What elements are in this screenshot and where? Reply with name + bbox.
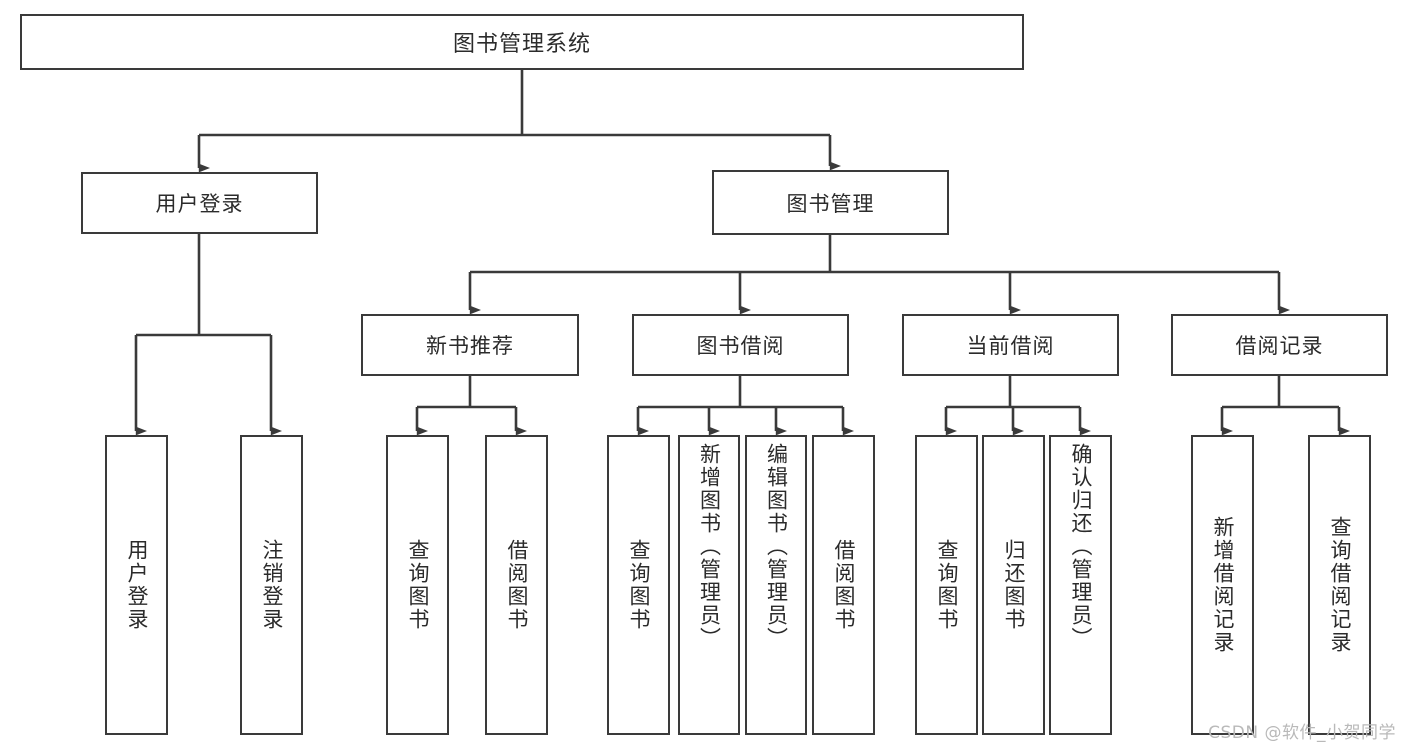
node-current-borrow-label: 当前借阅 bbox=[966, 334, 1055, 358]
leaf-label: 注销登录 bbox=[259, 539, 284, 631]
leaf-book-borrow-query[interactable]: 查询图书 bbox=[607, 435, 670, 735]
leaf-new-book-query[interactable]: 查询图书 bbox=[386, 435, 449, 735]
leaf-current-borrow-return[interactable]: 归还图书 bbox=[982, 435, 1045, 735]
leaf-borrow-record-add[interactable]: 新增借阅记录 bbox=[1191, 435, 1254, 735]
leaf-label: 新增图书（管理员） bbox=[697, 443, 722, 650]
leaf-new-book-borrow[interactable]: 借阅图书 bbox=[485, 435, 548, 735]
node-book-borrow[interactable]: 图书借阅 bbox=[632, 314, 849, 376]
leaf-current-borrow-confirm[interactable]: 确认归还（管理员） bbox=[1049, 435, 1112, 735]
csdn-watermark: CSDN @软件_小贺同学 bbox=[1208, 723, 1396, 743]
leaf-label: 新增借阅记录 bbox=[1210, 516, 1235, 654]
leaf-label: 查询图书 bbox=[405, 539, 430, 631]
node-root-label: 图书管理系统 bbox=[452, 32, 591, 57]
node-user-login[interactable]: 用户登录 bbox=[81, 172, 318, 234]
leaf-label: 借阅图书 bbox=[831, 539, 856, 631]
node-root[interactable]: 图书管理系统 bbox=[20, 14, 1024, 70]
node-book-borrow-label: 图书借阅 bbox=[696, 334, 785, 358]
leaf-book-borrow-edit[interactable]: 编辑图书（管理员） bbox=[745, 435, 807, 735]
leaf-user-login-logout[interactable]: 注销登录 bbox=[240, 435, 303, 735]
leaf-label: 借阅图书 bbox=[504, 539, 529, 631]
node-new-book-recommend-label: 新书推荐 bbox=[426, 334, 514, 358]
leaf-label: 查询图书 bbox=[626, 539, 651, 631]
leaf-label: 确认归还（管理员） bbox=[1068, 443, 1093, 650]
leaf-label: 用户登录 bbox=[124, 539, 149, 631]
leaf-book-borrow-borrow[interactable]: 借阅图书 bbox=[812, 435, 875, 735]
leaf-label: 查询借阅记录 bbox=[1327, 516, 1352, 654]
leaf-label: 编辑图书（管理员） bbox=[764, 443, 789, 650]
node-book-manage-label: 图书管理 bbox=[786, 191, 875, 216]
node-borrow-record[interactable]: 借阅记录 bbox=[1171, 314, 1388, 376]
leaf-borrow-record-query[interactable]: 查询借阅记录 bbox=[1308, 435, 1371, 735]
leaf-book-borrow-add[interactable]: 新增图书（管理员） bbox=[678, 435, 740, 735]
node-user-login-label: 用户登录 bbox=[155, 192, 244, 216]
node-book-manage[interactable]: 图书管理 bbox=[712, 170, 949, 235]
leaf-current-borrow-query[interactable]: 查询图书 bbox=[915, 435, 978, 735]
leaf-label: 查询图书 bbox=[934, 539, 959, 631]
leaf-user-login-login[interactable]: 用户登录 bbox=[105, 435, 168, 735]
node-borrow-record-label: 借阅记录 bbox=[1235, 334, 1324, 358]
node-new-book-recommend[interactable]: 新书推荐 bbox=[361, 314, 579, 376]
node-current-borrow[interactable]: 当前借阅 bbox=[902, 314, 1119, 376]
leaf-label: 归还图书 bbox=[1001, 539, 1026, 631]
